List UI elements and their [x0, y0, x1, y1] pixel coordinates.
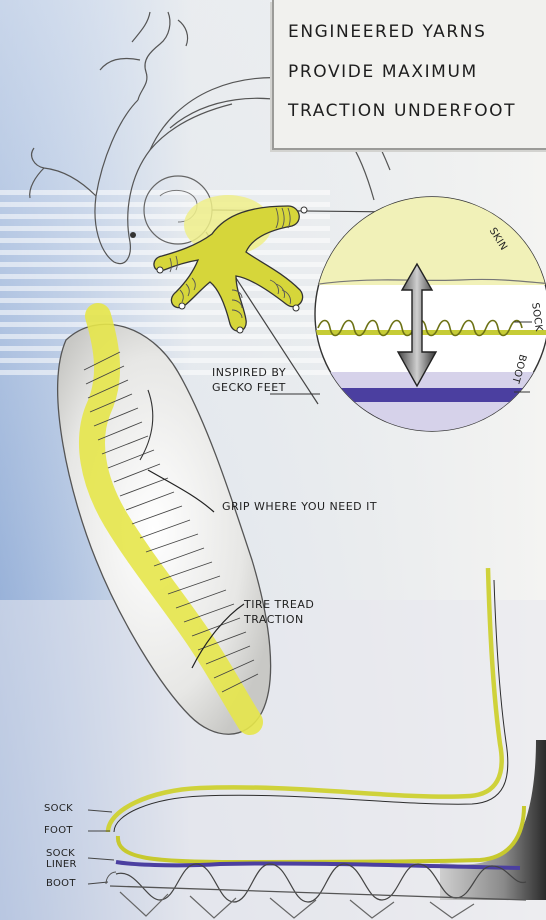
layer-label-sock-liner-1: SOCK — [46, 848, 75, 859]
callout-line-1: ENGINEERED YARNS — [288, 22, 487, 42]
caption-grip: GRIP WHERE YOU NEED IT — [222, 500, 377, 513]
caption-gecko-line-1: INSPIRED BY — [212, 366, 286, 379]
layer-label-sock: SOCK — [44, 803, 73, 814]
callout-box: ENGINEERED YARNS PROVIDE MAXIMUM TRACTIO… — [272, 0, 546, 150]
layer-label-sock-liner-2: LINER — [46, 859, 77, 870]
caption-tread-line-1: TIRE TREAD — [244, 598, 314, 611]
caption-gecko-line-2: GECKO FEET — [212, 381, 286, 394]
callout-line-2: PROVIDE MAXIMUM — [288, 62, 478, 82]
callout-line-3: TRACTION UNDERFOOT — [288, 101, 516, 121]
caption-tread-line-2: TRACTION — [244, 613, 304, 626]
layer-label-boot: BOOT — [46, 878, 76, 889]
layer-label-foot: FOOT — [44, 825, 73, 836]
